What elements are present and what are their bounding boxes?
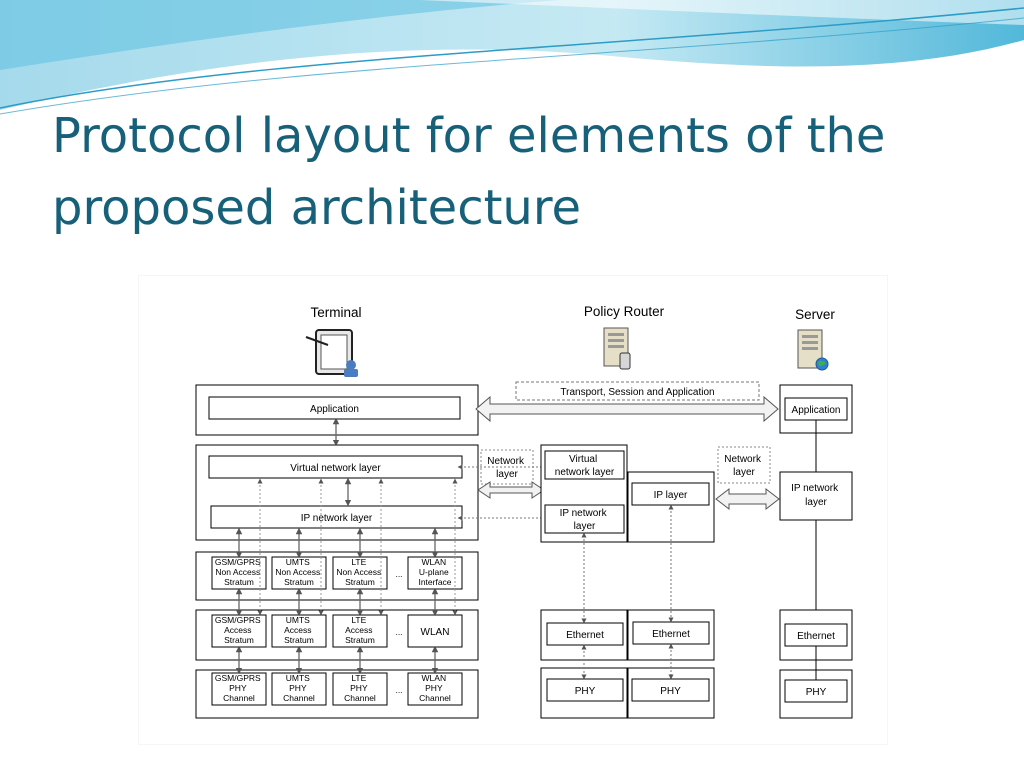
router-phy-label-left: PHY — [575, 686, 596, 697]
ellipsis: ... — [395, 627, 402, 637]
gsm-phy-box — [211, 672, 267, 706]
mobile-device-icon — [305, 329, 358, 377]
umts-nas-label: UMTS Non Access Stratum — [275, 557, 322, 587]
ellipsis: ... — [395, 685, 402, 695]
router-phy-label-right: PHY — [660, 686, 681, 697]
router-virtual-network-layer-label: Virtual network layer — [555, 454, 615, 478]
gsm-as-label: GSM/GPRS Access Stratum — [215, 615, 263, 645]
server-label: Server — [795, 307, 835, 322]
lte-as-label: LTE Access Stratum — [345, 615, 375, 645]
terminal-label: Terminal — [310, 305, 361, 320]
lte-nas-box — [332, 556, 388, 590]
server-tower-icon — [603, 327, 631, 370]
terminal-vertical-arrows — [235, 417, 439, 675]
gsm-nas-box — [211, 556, 267, 590]
lte-nas-label: LTE Non Access Stratum — [336, 557, 383, 587]
header-wave-decoration — [0, 0, 1024, 115]
lte-phy-box — [332, 672, 388, 706]
slide-title: Protocol layout for elements of the prop… — [52, 100, 885, 244]
router-ip-layer-label: IP layer — [654, 490, 688, 501]
slide-title-line2: proposed architecture — [52, 180, 582, 236]
umts-phy-label: UMTS PHY Channel — [283, 673, 315, 703]
terminal-virtual-network-layer-label: Virtual network layer — [290, 463, 381, 474]
wlan-as-label: WLAN — [421, 627, 450, 638]
router-virtual-network-layer-box — [544, 450, 625, 480]
network-layer-label-right: Network layer — [724, 454, 763, 478]
umts-as-label: UMTS Access Stratum — [284, 615, 314, 645]
router-server-arrow — [715, 487, 780, 511]
ellipsis: ... — [395, 569, 402, 579]
protocol-layout-diagram: Terminal Policy Router Server Transport,… — [138, 275, 888, 745]
slide-title-line1: Protocol layout for elements of the — [52, 108, 886, 164]
gsm-phy-label: GSM/GPRS PHY Channel — [215, 673, 263, 703]
server-ip-network-container — [779, 471, 853, 521]
router-ethernet-label-left: Ethernet — [566, 630, 604, 641]
wlan-as-box — [407, 614, 463, 648]
router-ip-network-layer-label: IP network layer — [560, 508, 610, 532]
network-layer-label-left: Network layer — [487, 456, 526, 480]
server-ethernet-label: Ethernet — [797, 631, 835, 642]
transport-session-application-box — [515, 381, 760, 401]
server-tower-globe-icon — [797, 329, 829, 371]
transport-arrow — [475, 395, 779, 423]
terminal-application-label: Application — [310, 404, 359, 415]
gsm-as-box — [211, 614, 267, 648]
wlan-phy-label: WLAN PHY Channel — [419, 673, 451, 703]
wlan-uplane-label: WLAN U-plane Interface — [418, 557, 451, 587]
policy-router-label: Policy Router — [584, 304, 665, 319]
umts-phy-box — [271, 672, 327, 706]
router-vertical-arrows — [581, 504, 674, 680]
router-ethernet-label-right: Ethernet — [652, 629, 690, 640]
terminal-ip-network-layer-label: IP network layer — [301, 513, 373, 524]
wlan-phy-box — [407, 672, 463, 706]
gsm-nas-label: GSM/GPRS Non Access Stratum — [215, 557, 263, 587]
umts-nas-box — [271, 556, 327, 590]
server-application-label: Application — [792, 405, 841, 416]
transport-session-application-label: Transport, Session and Application — [560, 387, 714, 398]
network-layer-box-right — [717, 446, 771, 484]
terminal-dashed-arrows — [257, 478, 458, 616]
server-phy-label: PHY — [806, 687, 827, 698]
server-ip-network-layer-label: IP network layer — [791, 483, 841, 508]
router-ip-network-layer-box — [544, 504, 625, 534]
lte-phy-label: LTE PHY Channel — [344, 673, 376, 703]
